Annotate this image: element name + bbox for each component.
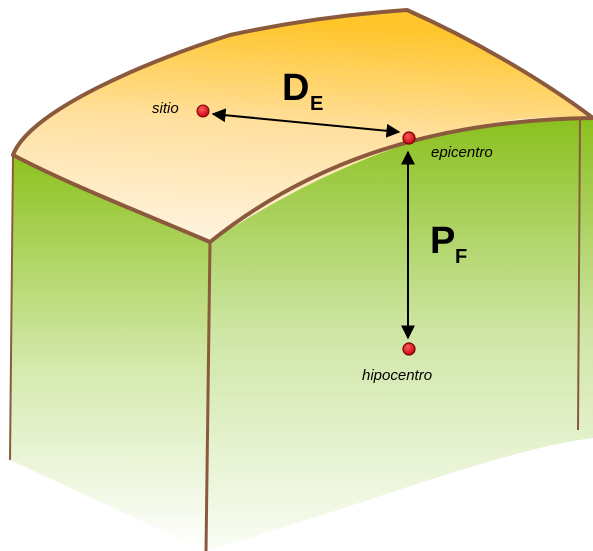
epicentral-distance-symbol: D [282, 67, 309, 109]
site-label: sitio [152, 100, 179, 117]
epicenter-label: epicentro [431, 144, 493, 161]
focal-depth-symbol: P [430, 220, 455, 262]
site-point [197, 105, 209, 117]
epicenter-point [403, 132, 415, 144]
epicentral-distance-subscript: E [310, 93, 323, 115]
hypocenter-point [403, 343, 415, 355]
focal-depth-subscript: F [455, 246, 467, 268]
hypocenter-label: hipocentro [362, 367, 432, 384]
